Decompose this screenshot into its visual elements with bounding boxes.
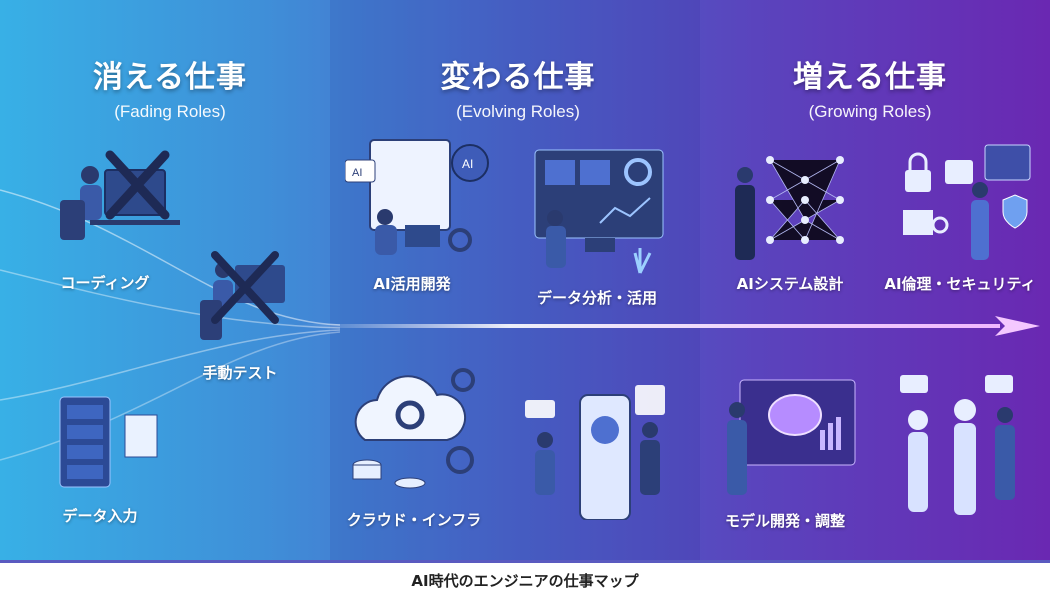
- data-analysis-icon: [534, 149, 664, 274]
- infographic-scene: 消える仕事 (Fading Roles) 変わる仕事 (Evolving Rol…: [0, 0, 1050, 560]
- item-model-dev: モデル開発・調整: [724, 512, 846, 530]
- evolving-roles-header: 変わる仕事 (Evolving Roles): [368, 52, 668, 122]
- data-entry-server-icon: [59, 396, 158, 488]
- item-data-analysis: データ分析・活用: [536, 289, 658, 307]
- item-ai-system-design: AIシステム設計: [736, 275, 844, 293]
- column-subtitle: (Growing Roles): [808, 102, 932, 121]
- column-title: 消える仕事: [92, 60, 248, 95]
- robot-collab-icon: [525, 385, 665, 520]
- column-subtitle: (Evolving Roles): [456, 102, 580, 121]
- svg-text:AI: AI: [462, 157, 473, 171]
- cloud-infra-icon: [352, 368, 475, 489]
- item-data-entry: データ入力: [62, 507, 138, 525]
- caption: AI時代のエンジニアの仕事マップ: [0, 560, 1050, 600]
- item-ai-ethics-security: AI倫理・セキュリティ: [884, 275, 1036, 293]
- item-coding: コーディング: [60, 274, 150, 292]
- column-subtitle: (Fading Roles): [114, 102, 226, 121]
- fading-roles-header: 消える仕事 (Fading Roles): [20, 52, 320, 122]
- column-title: 増える仕事: [792, 60, 948, 95]
- growing-roles-header: 増える仕事 (Growing Roles): [720, 52, 1020, 122]
- coding-crossed-icon: [60, 150, 180, 240]
- item-ai-dev: AI活用開発: [373, 275, 451, 293]
- ai-ethics-security-icon: [903, 144, 1031, 260]
- column-title: 変わる仕事: [440, 60, 596, 95]
- manual-test-crossed-icon: [200, 251, 285, 340]
- svg-text:AI: AI: [352, 167, 362, 179]
- ai-dev-icon: AI AI: [345, 139, 489, 255]
- robots-and-humans-icon: [900, 375, 1015, 515]
- model-dev-brain-icon: [727, 379, 856, 495]
- neural-network-icon: [735, 156, 844, 260]
- item-cloud-infra: クラウド・インフラ: [346, 511, 482, 529]
- evolving-panel: [330, 0, 700, 560]
- item-manual-test: 手動テスト: [202, 364, 278, 382]
- flow-lines-icon: [0, 189, 340, 461]
- transition-arrow-icon: [300, 316, 1040, 336]
